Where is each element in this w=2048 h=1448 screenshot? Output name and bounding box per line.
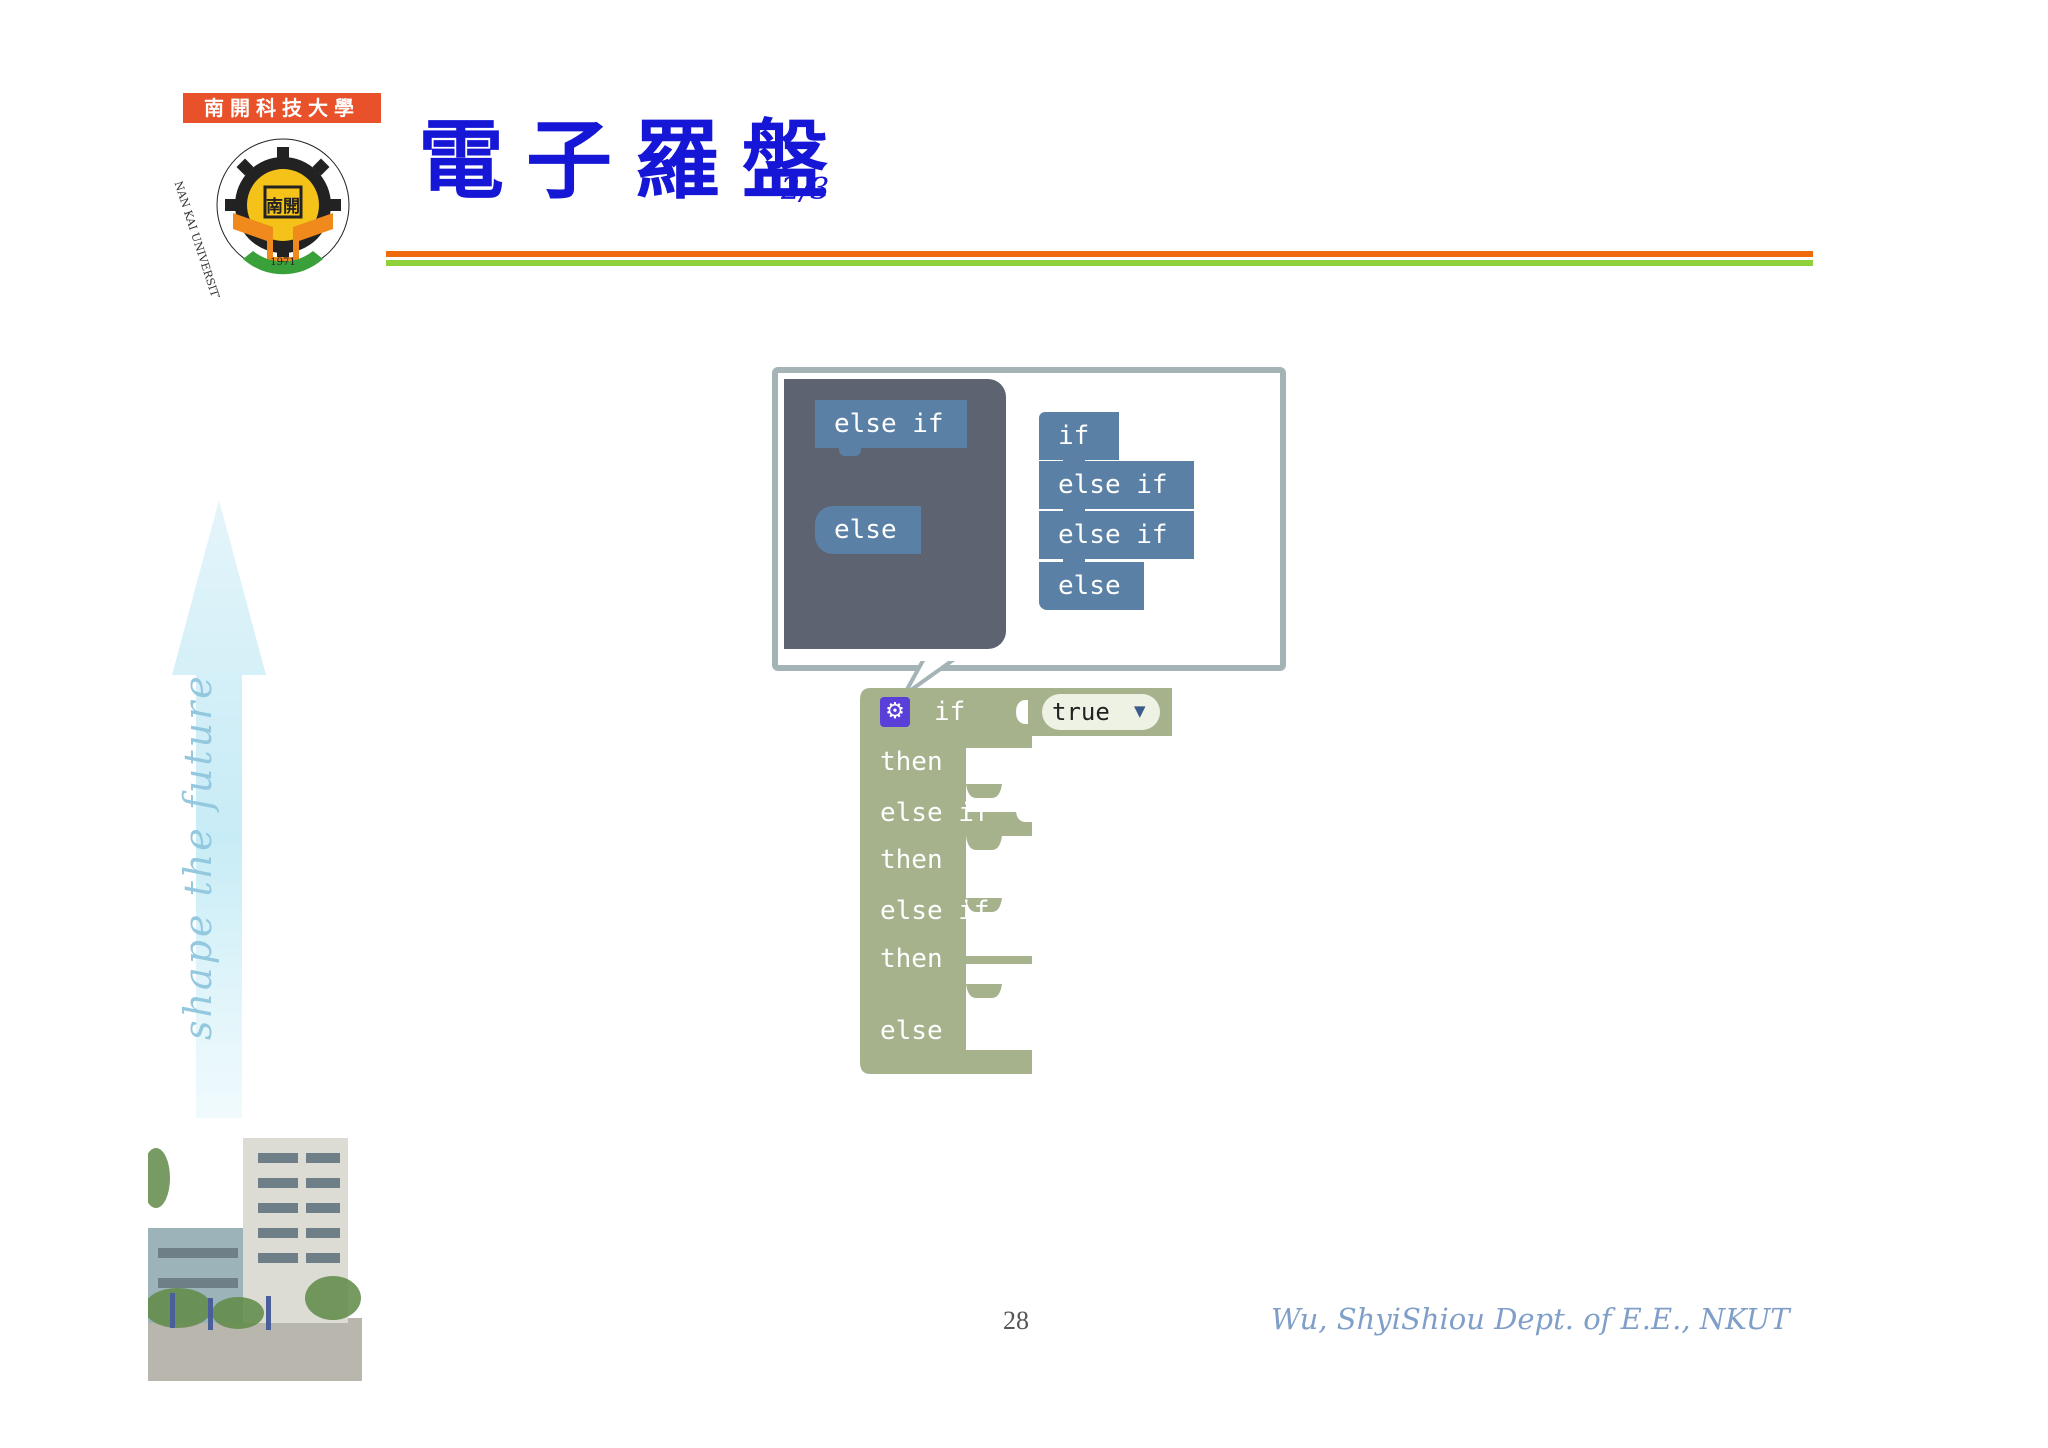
gear-icon[interactable]: ⚙ [880,697,910,727]
page-number: 28 [1003,1306,1029,1335]
condition-dropdown[interactable]: true [1042,694,1160,730]
if-label: if [934,697,966,727]
header-rule-green [386,260,1813,266]
logo-name-zh: 南開科技大學 [204,96,360,120]
then-label-3: then [880,944,943,974]
flyout-else-block[interactable]: else [815,506,921,554]
if-block[interactable] [860,688,1032,1074]
page-fraction: 2/3 [781,172,830,207]
header-rule-orange [386,251,1813,257]
else-if-label-2: else if [880,896,990,926]
flyout-else-if-block[interactable]: else if [815,400,967,456]
else-if-label-1: else if [880,798,990,828]
then-label-2: then [880,845,943,875]
stack-else-if-block-2[interactable]: else if [1039,511,1194,567]
decorative-arrow [172,500,266,1180]
page-title: 電子羅盤 [418,110,850,211]
tagline: shape the future [176,673,220,1040]
footer-credit: Wu, ShyiShiou Dept. of E.E., NKUT [1271,1302,1790,1336]
logo-year: 1971 [270,257,295,268]
stack-else-if-block-1[interactable]: else if [1039,461,1194,517]
campus-photo [148,1118,362,1381]
else-label: else [880,1016,943,1046]
stack-if-block[interactable]: if [1039,412,1119,468]
then-label-1: then [880,747,943,777]
dropdown-arrow-icon[interactable]: ▼ [1134,702,1146,720]
university-logo: 南開科技大學 南開 1971 NAN KAI UNIVERSITY OF TEC… [173,93,381,297]
bubble-tail [902,655,964,695]
logo-emblem-text: 南開 [266,196,300,217]
stack-else-block[interactable]: else [1039,562,1144,610]
